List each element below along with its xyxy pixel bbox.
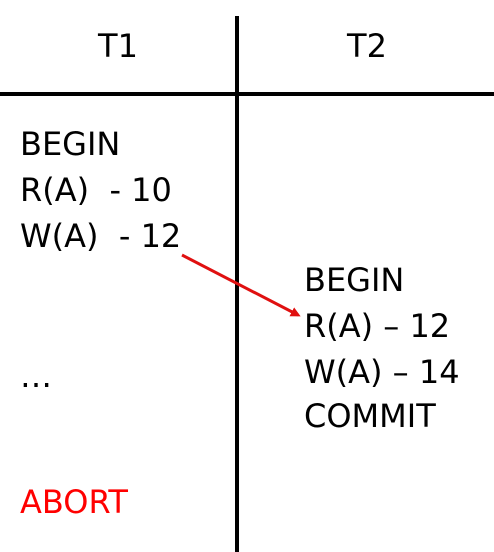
t1-begin: BEGIN — [20, 125, 121, 163]
t1-ellipsis: … — [20, 357, 52, 395]
t2-write-a: W(A) – 14 — [304, 353, 460, 391]
header-divider — [0, 92, 494, 96]
t1-abort: ABORT — [20, 483, 128, 521]
t1-header: T1 — [98, 27, 138, 65]
t2-commit: COMMIT — [304, 397, 436, 435]
t1-write-a: W(A) - 12 — [20, 217, 182, 255]
t2-begin: BEGIN — [304, 261, 405, 299]
t1-read-a: R(A) - 10 — [20, 171, 172, 209]
t2-header: T2 — [347, 27, 387, 65]
column-divider — [235, 16, 239, 552]
t2-read-a: R(A) – 12 — [304, 307, 451, 345]
arrow-line — [181, 253, 301, 317]
